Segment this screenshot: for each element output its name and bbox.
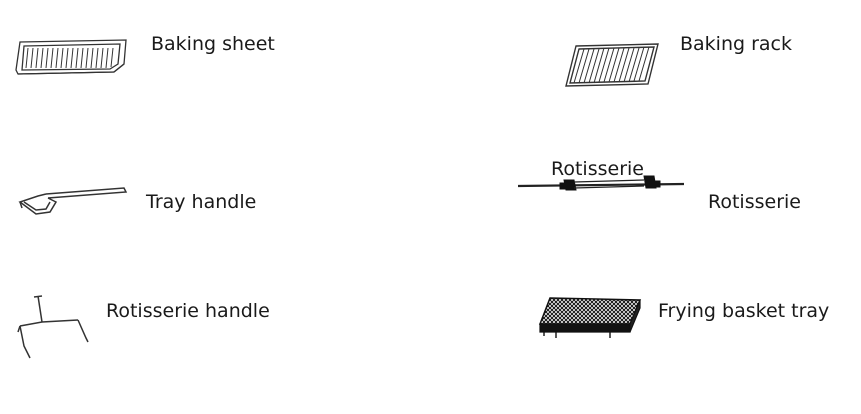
- baking-rack-icon: [565, 43, 659, 87]
- rotisserie-handle-label: Rotisserie handle: [106, 300, 270, 322]
- rotisserie-label: Rotisserie: [708, 191, 801, 213]
- rotisserie-caption: Rotisserie: [551, 158, 644, 180]
- baking-sheet-label: Baking sheet: [151, 33, 275, 55]
- rotisserie-handle-icon: [17, 295, 89, 359]
- baking-rack-label: Baking rack: [680, 33, 793, 55]
- frying-basket-tray-icon: [538, 297, 642, 338]
- tray-handle-icon: [18, 187, 128, 215]
- rotisserie-spit-icon: [517, 175, 685, 191]
- frying-basket-tray-label: Frying basket tray: [658, 300, 830, 322]
- baking-sheet-icon: [15, 39, 127, 75]
- tray-handle-label: Tray handle: [146, 191, 257, 213]
